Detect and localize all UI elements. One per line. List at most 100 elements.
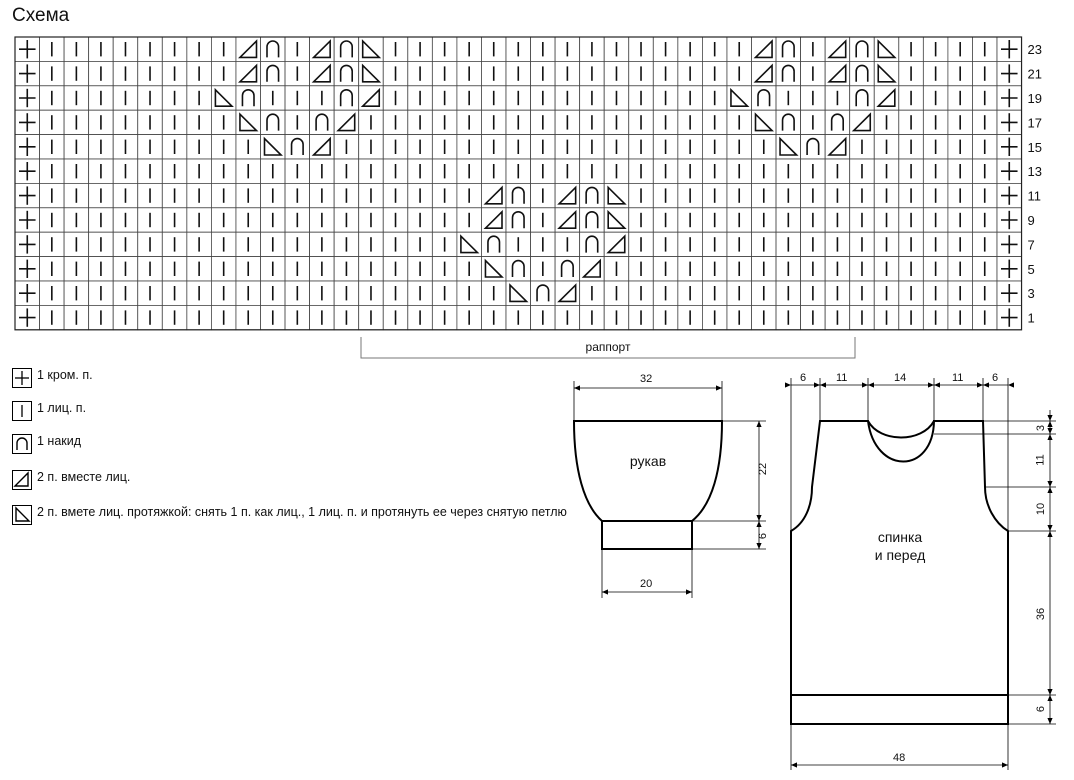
chart-cell-knit-stitch (677, 231, 703, 257)
chart-cell-knit-stitch (456, 304, 482, 331)
chart-cell-knit-stitch (382, 182, 409, 209)
chart-cell-k2tog (579, 256, 605, 282)
chart-cell-knit-stitch (922, 109, 949, 135)
chart-cell-ssk (505, 280, 531, 306)
chart-cell-knit-stitch (481, 85, 507, 111)
chart-cell-knit-stitch (603, 304, 630, 331)
chart-cell-knit-stitch (530, 256, 556, 282)
legend-item-yarn-over: 1 накид (12, 434, 81, 454)
dimension-arrow (1047, 525, 1053, 531)
chart-cell-knit-stitch (88, 207, 114, 233)
chart-cell-k2tog (849, 109, 875, 135)
chart-cell-knit-stitch (309, 207, 335, 233)
chart-cell-knit-stitch (677, 256, 703, 282)
chart-cell-knit-stitch (677, 207, 703, 233)
chart-cell-knit-stitch (39, 109, 65, 135)
chart-cell-knit-stitch (947, 182, 973, 209)
body-rib-height-label: 6 (1035, 705, 1048, 713)
row-number: 1 (1028, 311, 1035, 326)
chart-cell-knit-stitch (186, 61, 212, 87)
chart-cell-knit-stitch (63, 158, 90, 184)
chart-cell-knit-stitch (800, 61, 826, 87)
chart-cell-knit-stitch (39, 158, 65, 184)
chart-cell-knit-stitch (652, 36, 679, 62)
chart-cell-knit-stitch (554, 61, 581, 87)
chart-cell-edge-stitch (996, 109, 1022, 135)
chart-cell-knit-stitch (972, 109, 998, 135)
chart-cell-knit-stitch (431, 134, 458, 160)
chart-cell-knit-stitch (407, 231, 433, 257)
chart-cell-knit-stitch (751, 256, 777, 282)
chart-cell-knit-stitch (260, 158, 286, 184)
chart-border (14, 36, 1023, 331)
chart-cell-knit-stitch (63, 109, 90, 135)
chart-cell-knit-stitch (63, 256, 90, 282)
body-neck-depth-label: 3 (1035, 424, 1048, 432)
chart-cell-knit-stitch (873, 207, 900, 233)
chart-cell-knit-stitch (800, 182, 826, 209)
chart-cell-k2tog (751, 36, 777, 62)
chart-cell-knit-stitch (898, 61, 924, 87)
chart-cell-edge-stitch (14, 109, 40, 135)
chart-cell-knit-stitch (260, 280, 286, 306)
chart-cell-yarn-over (235, 85, 261, 111)
chart-title: Схема (12, 5, 70, 26)
chart-cell-knit-stitch (652, 109, 679, 135)
chart-cell-knit-stitch (751, 158, 777, 184)
chart-cell-knit-stitch (751, 207, 777, 233)
chart-cell-knit-stitch (751, 182, 777, 209)
chart-cell-knit-stitch (554, 109, 581, 135)
legend-text: 2 п. вмете лиц. протяжкой: снять 1 п. ка… (37, 505, 567, 519)
chart-cell-knit-stitch (358, 134, 384, 160)
chart-cell-knit-stitch (702, 304, 728, 331)
chart-cell-knit-stitch (210, 36, 237, 62)
chart-cell-knit-stitch (898, 109, 924, 135)
dimension-arrow (1047, 415, 1053, 421)
chart-cell-knit-stitch (431, 182, 458, 209)
row-number: 23 (1028, 42, 1042, 57)
chart-cell-knit-stitch (210, 231, 237, 257)
chart-cell-knit-stitch (137, 280, 163, 306)
edge-stitch-icon (12, 368, 32, 388)
chart-cell-knit-stitch (922, 231, 949, 257)
chart-cell-knit-stitch (530, 158, 556, 184)
chart-cell-yarn-over (309, 109, 335, 135)
chart-cell-knit-stitch (137, 61, 163, 87)
chart-cell-knit-stitch (88, 85, 114, 111)
chart-cell-knit-stitch (898, 304, 924, 331)
chart-cell-yarn-over (775, 61, 801, 87)
chart-cell-knit-stitch (382, 85, 409, 111)
chart-cell-yarn-over (824, 109, 851, 135)
chart-cell-edge-stitch (996, 280, 1022, 306)
chart-cell-knit-stitch (579, 85, 605, 111)
chart-cell-knit-stitch (210, 134, 237, 160)
chart-cell-knit-stitch (579, 158, 605, 184)
sleeve-label: рукав (629, 453, 667, 469)
chart-cell-knit-stitch (947, 36, 973, 62)
dimension-arrow (814, 382, 820, 388)
chart-cell-knit-stitch (431, 85, 458, 111)
chart-cell-knit-stitch (530, 182, 556, 209)
body-dim-neck-width: 14 (894, 372, 907, 384)
row-number: 5 (1028, 262, 1035, 277)
sleeve-top-width-label: 32 (640, 373, 653, 385)
chart-cell-yarn-over (260, 61, 286, 87)
chart-cell-knit-stitch (456, 280, 482, 306)
chart-cell-knit-stitch (63, 207, 90, 233)
chart-cell-knit-stitch (505, 304, 531, 331)
chart-cell-yarn-over (260, 36, 286, 62)
chart-cell-knit-stitch (382, 304, 409, 331)
chart-cell-knit-stitch (873, 134, 900, 160)
chart-cell-knit-stitch (456, 207, 482, 233)
chart-cell-knit-stitch (922, 36, 949, 62)
chart-cell-yarn-over (333, 85, 360, 111)
chart-cell-knit-stitch (702, 231, 728, 257)
rapport-bracket-line (360, 337, 856, 359)
chart-cell-yarn-over (579, 182, 605, 209)
chart-cell-knit-stitch (235, 207, 261, 233)
chart-cell-knit-stitch (235, 134, 261, 160)
dimension-arrow (1047, 695, 1053, 701)
chart-cell-knit-stitch (947, 256, 973, 282)
chart-cell-knit-stitch (554, 134, 581, 160)
body-height-label: 36 (1035, 607, 1048, 621)
